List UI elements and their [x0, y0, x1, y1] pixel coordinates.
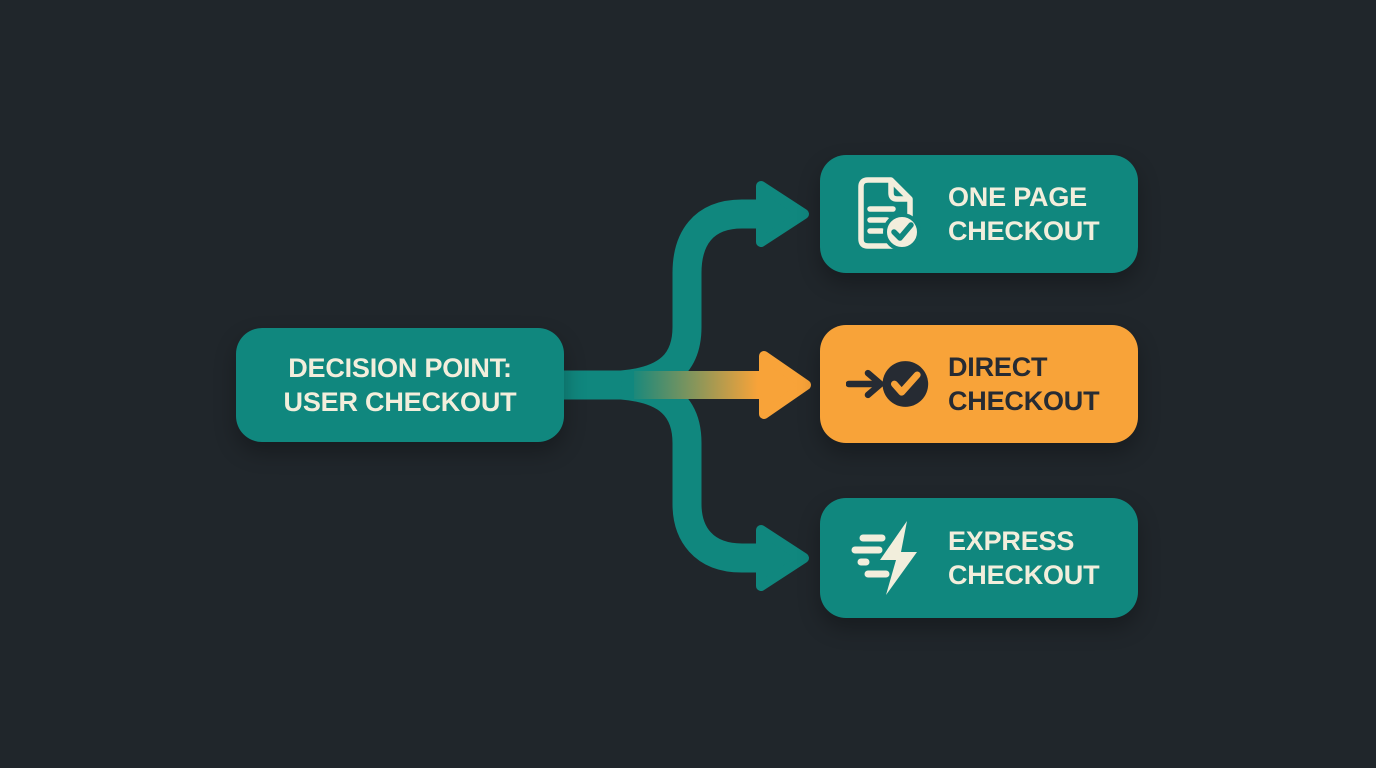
- node-label-line1: ONE PAGE: [948, 182, 1087, 212]
- arrowhead-middle: [759, 351, 811, 419]
- node-label: DIRECT CHECKOUT: [948, 350, 1100, 418]
- branch-middle-path: [634, 371, 764, 399]
- decision-node: DECISION POINT: USER CHECKOUT: [236, 328, 564, 442]
- lightning-bolt-icon: [846, 516, 930, 600]
- node-label-line2: CHECKOUT: [948, 560, 1100, 590]
- branch-top-path: [620, 199, 762, 400]
- arrowhead-top: [756, 181, 809, 247]
- node-label-line2: CHECKOUT: [948, 386, 1100, 416]
- decision-label: DECISION POINT: USER CHECKOUT: [284, 351, 517, 419]
- node-one-page-checkout: ONE PAGE CHECKOUT: [820, 155, 1138, 273]
- node-label-line1: EXPRESS: [948, 526, 1075, 556]
- branch-bottom-path: [620, 370, 762, 573]
- node-label: ONE PAGE CHECKOUT: [948, 180, 1100, 248]
- node-label-line2: CHECKOUT: [948, 216, 1100, 246]
- node-label: EXPRESS CHECKOUT: [948, 524, 1100, 592]
- arrow-check-icon: [846, 342, 930, 426]
- document-check-icon: [846, 172, 930, 256]
- arrowhead-bottom: [756, 525, 809, 591]
- decision-label-line1: DECISION POINT:: [288, 353, 512, 383]
- node-direct-checkout: DIRECT CHECKOUT: [820, 325, 1138, 443]
- node-express-checkout: EXPRESS CHECKOUT: [820, 498, 1138, 618]
- decision-label-line2: USER CHECKOUT: [283, 387, 517, 417]
- node-label-line1: DIRECT: [948, 352, 1048, 382]
